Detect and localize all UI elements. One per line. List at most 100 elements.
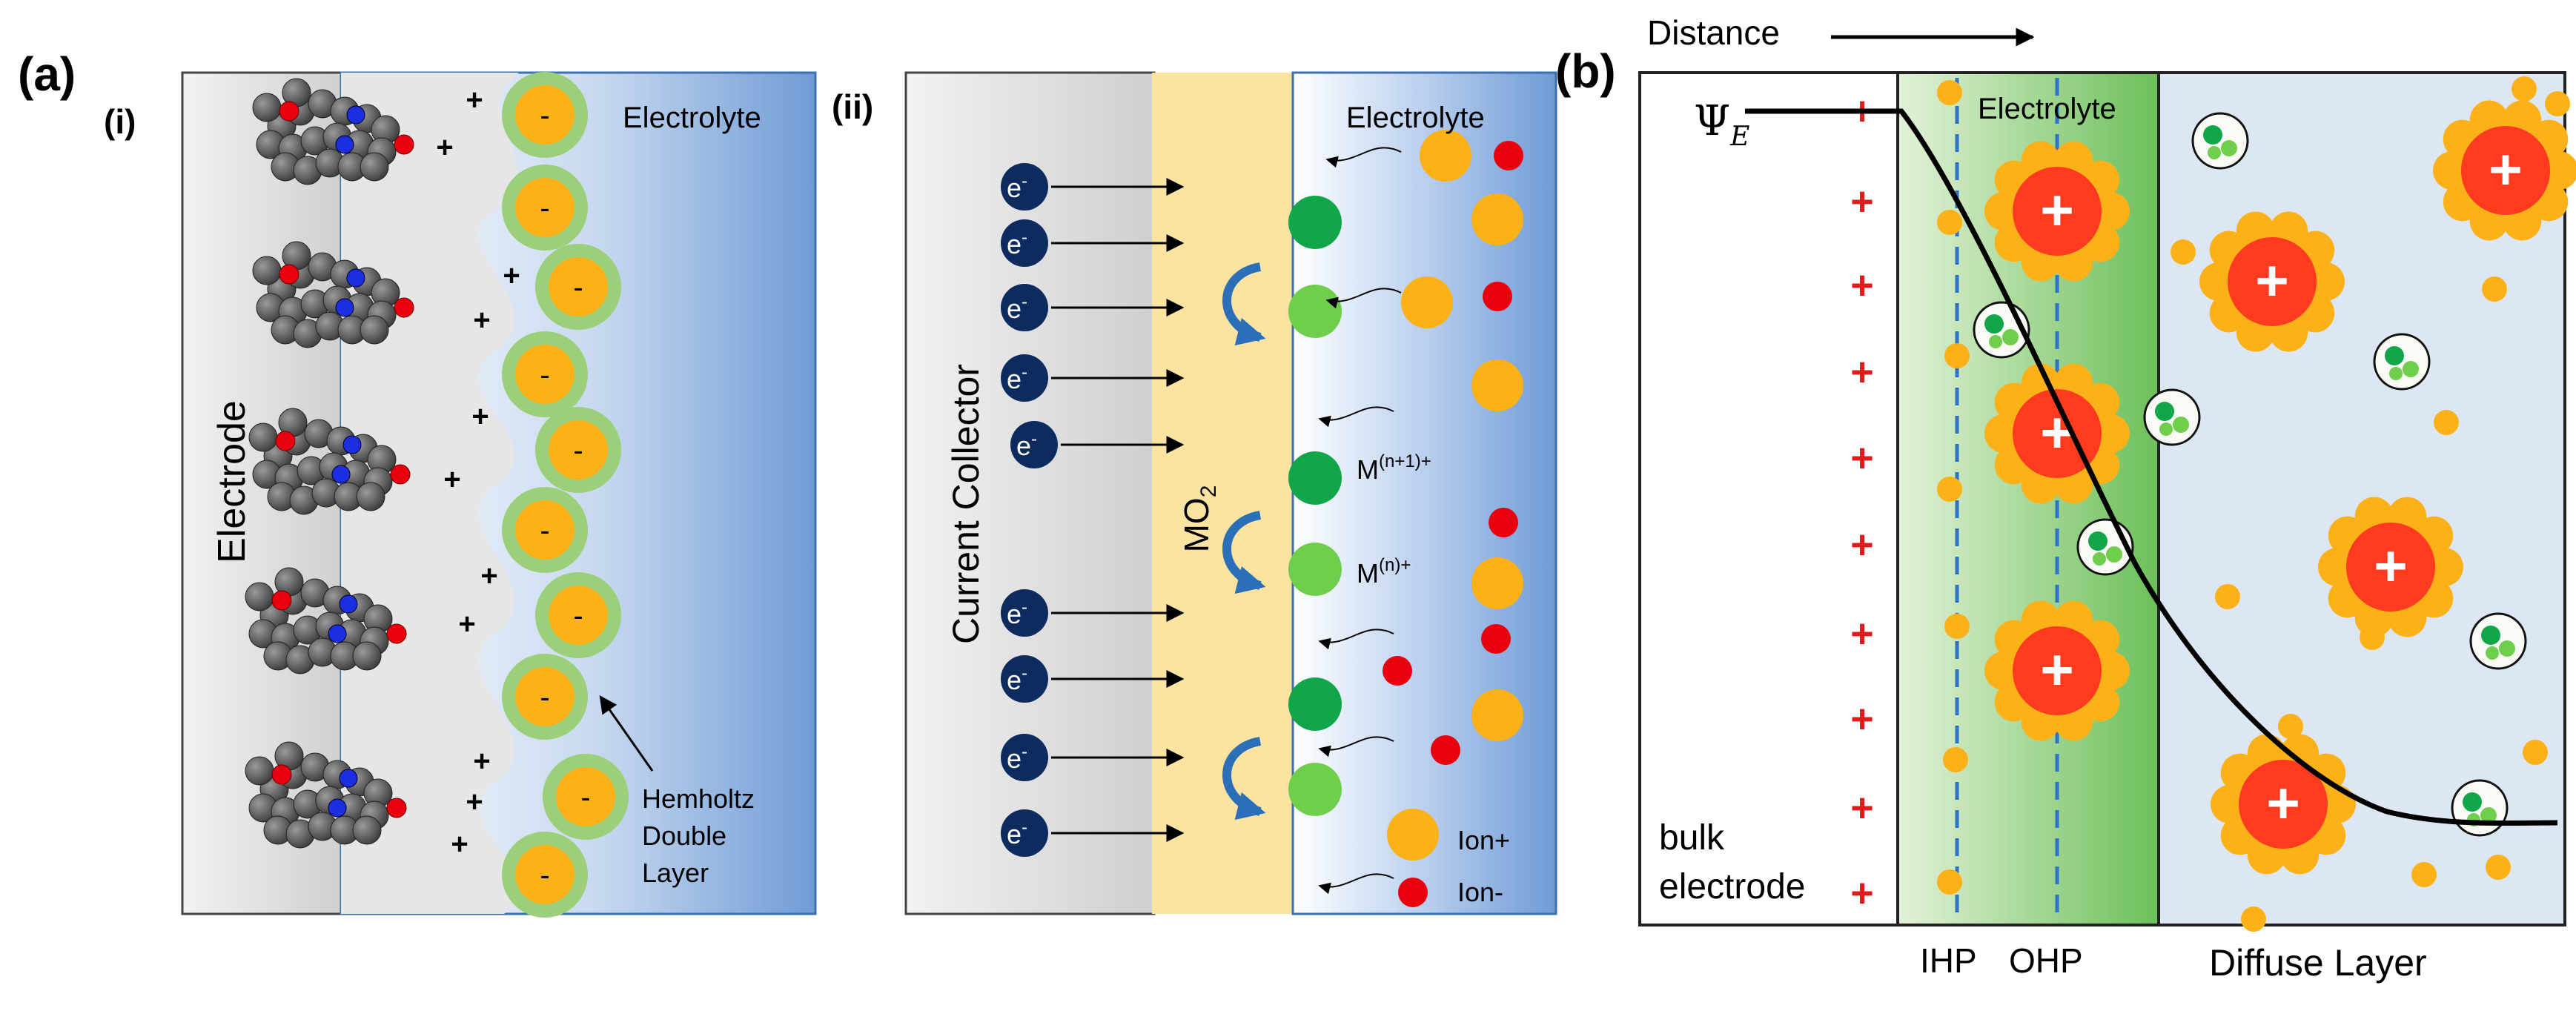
electron-sup: - [1022, 597, 1027, 617]
electrode-charges: ++++++++++ [1850, 89, 1874, 915]
ion-plus [1387, 809, 1439, 861]
adsorbed-plus: + [471, 400, 489, 433]
nitrogen-atom [335, 135, 354, 154]
redox-species [1288, 285, 1342, 338]
solvent-atom [2463, 792, 2482, 812]
small-ion [2523, 740, 2548, 765]
electron-sup: - [1022, 292, 1027, 312]
mo2-label-sub: 2 [1196, 485, 1221, 498]
annotation-line-1: Hemholtz [642, 783, 755, 814]
adsorbed-plus: + [473, 304, 490, 337]
electrode-plus: + [1850, 350, 1874, 394]
solvent-atom [2385, 346, 2404, 365]
solvent-molecules [1973, 112, 2527, 837]
redox-species [1288, 196, 1342, 249]
anion-sign: - [540, 681, 549, 714]
oxygen-atom [394, 297, 414, 318]
ion-minus-label: Ion- [1457, 877, 1503, 907]
ion-minus [1383, 656, 1412, 686]
panel-b: ++++++++++ +++++++ (b) Distance ΨE Elect… [1555, 13, 2576, 984]
ion-wiggle-arrow [1318, 873, 1394, 895]
potential-label: ΨE [1694, 97, 1749, 152]
panel-a-ii-label: (ii) [832, 87, 873, 126]
mo2-label-main: MO [1177, 497, 1216, 552]
nitrogen-atom [339, 769, 358, 788]
potential-label-base: Ψ [1694, 97, 1730, 145]
solvent-atom [1989, 335, 2002, 348]
ion-minus [1481, 624, 1511, 654]
anion [515, 85, 575, 145]
electron-symbol: e- [1007, 171, 1027, 203]
electron [1001, 354, 1048, 402]
oxygen-atom [279, 101, 299, 122]
adsorbed-plus: + [466, 84, 483, 116]
electron-base: e [1007, 294, 1022, 324]
bulk-electrode-region [1638, 71, 1899, 927]
solvent-atom [2403, 361, 2419, 377]
ion-wiggle-arrow [1318, 736, 1394, 758]
redox-species [1288, 677, 1342, 731]
oxygen-atom [271, 590, 292, 611]
electron-symbol: e- [1007, 228, 1027, 259]
electron [1001, 284, 1048, 331]
anion [515, 500, 575, 560]
ihp-label: IHP [1920, 941, 1977, 980]
anion-sign: - [540, 514, 549, 547]
electron-sup: - [1022, 362, 1027, 382]
reduced-species-label: M(n)+ [1357, 555, 1411, 589]
anion [549, 586, 608, 645]
electron-base: e [1007, 173, 1022, 203]
nitrogen-atom [346, 268, 365, 288]
cation [2239, 760, 2328, 849]
small-ion [2411, 862, 2437, 887]
anion [515, 178, 575, 237]
solvent-atom [2203, 125, 2222, 145]
electron [1001, 809, 1048, 857]
ion-plus [1420, 130, 1471, 182]
electron [1001, 163, 1048, 211]
nitrogen-atom [346, 105, 365, 125]
anion-sign: - [573, 600, 583, 632]
cation-sign: + [2040, 177, 2074, 242]
small-ion [1937, 80, 1962, 105]
electron-symbol: e- [1007, 362, 1027, 394]
solvation-ion [1984, 652, 2023, 690]
reduced-label-sup: (n)+ [1379, 555, 1411, 575]
electron-base: e [1016, 431, 1031, 461]
solvent-atom [2173, 417, 2189, 433]
small-ion [2241, 906, 2266, 932]
electron-sup: - [1022, 663, 1027, 683]
ion-minus [1494, 141, 1523, 170]
solvent-atom [2002, 329, 2019, 345]
annotation-line-2: Double [642, 821, 726, 851]
nitrogen-atom [328, 624, 347, 643]
ion-wiggle-arrow [1318, 629, 1394, 650]
cation-sign: + [2374, 533, 2408, 598]
cation-sign: + [2040, 400, 2074, 465]
electron [1001, 589, 1048, 637]
panel-a-i: ---------- +++++++++++ (a) (i) Electrode… [18, 47, 817, 918]
electrode-plus: + [1850, 523, 1874, 567]
small-ion [1937, 477, 1962, 502]
oxygen-atom [390, 464, 411, 485]
anion-sign: - [580, 781, 590, 814]
electrolyte-ions [1318, 130, 1523, 907]
anion-sign: - [540, 99, 549, 132]
ion-minus [1483, 282, 1512, 311]
anion [515, 667, 575, 726]
electron [1001, 655, 1048, 703]
electron-sup: - [1022, 171, 1027, 191]
electron-sup: - [1022, 742, 1027, 762]
solvation-ion [2199, 262, 2238, 301]
solvated-cations: +++++++ [1984, 100, 2576, 875]
oxygen-atom [386, 798, 407, 818]
small-ion [2434, 410, 2459, 435]
small-ion [2545, 91, 2570, 116]
oxygen-atom [275, 431, 296, 451]
adsorbed-plus: + [466, 786, 483, 818]
solvent-atom [2389, 367, 2403, 380]
ion-plus [1471, 359, 1523, 411]
nitrogen-atom [328, 798, 347, 818]
electron-symbol: e- [1007, 663, 1027, 695]
electrode-label: Electrode [211, 400, 254, 563]
